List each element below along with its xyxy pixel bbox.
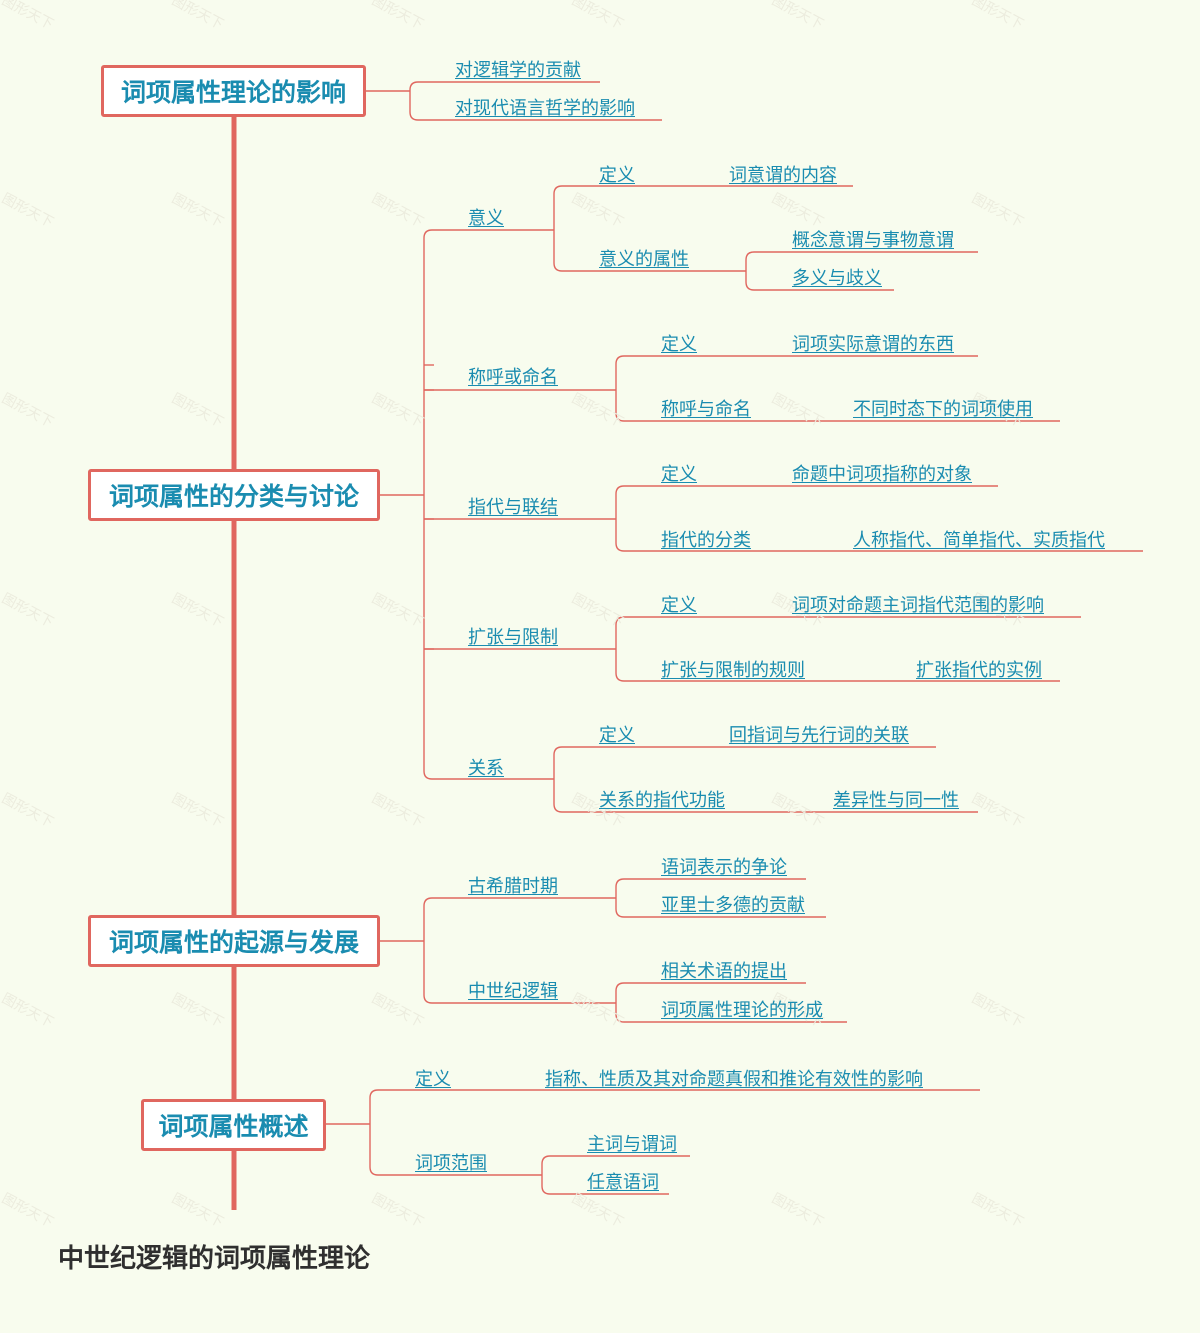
node-ancient-greece[interactable]: 古希腊时期: [468, 876, 558, 897]
node-meaning-definition[interactable]: 定义: [599, 165, 635, 186]
topic-overview[interactable]: 词项属性概述: [141, 1099, 326, 1151]
node-medieval-logic[interactable]: 中世纪逻辑: [468, 981, 558, 1002]
topic-origin[interactable]: 词项属性的起源与发展: [88, 915, 380, 967]
node-ampliation-rules-detail[interactable]: 扩张指代的实例: [916, 660, 1042, 681]
node-supposition-types[interactable]: 指代的分类: [661, 530, 751, 551]
node-ampliation-rules[interactable]: 扩张与限制的规则: [661, 660, 805, 681]
node-supposition-types-detail[interactable]: 人称指代、简单指代、实质指代: [853, 530, 1105, 551]
node-ampliation-definition-detail[interactable]: 词项对命题主词指代范围的影响: [792, 595, 1044, 616]
node-influence-on-philosophy[interactable]: 对现代语言哲学的影响: [455, 98, 635, 119]
node-naming-definition[interactable]: 定义: [661, 334, 697, 355]
node-naming-definition-detail[interactable]: 词项实际意谓的东西: [792, 334, 954, 355]
node-supposition-definition[interactable]: 定义: [661, 464, 697, 485]
node-term-scope[interactable]: 词项范围: [415, 1153, 487, 1174]
node-naming-calling[interactable]: 称呼与命名: [661, 399, 751, 420]
node-overview-definition[interactable]: 定义: [415, 1069, 451, 1090]
node-ampliation[interactable]: 扩张与限制: [468, 627, 558, 648]
node-ancient-greece-debate[interactable]: 语词表示的争论: [661, 857, 787, 878]
node-medieval-terms[interactable]: 相关术语的提出: [661, 961, 787, 982]
node-supposition-definition-detail[interactable]: 命题中词项指称的对象: [792, 464, 972, 485]
node-naming-calling-detail[interactable]: 不同时态下的词项使用: [853, 399, 1033, 420]
node-meaning-attr-1[interactable]: 概念意谓与事物意谓: [792, 230, 954, 251]
node-meaning-definition-detail[interactable]: 词意谓的内容: [729, 165, 837, 186]
node-relation-definition-detail[interactable]: 回指词与先行词的关联: [729, 725, 909, 746]
node-ancient-greece-aristotle[interactable]: 亚里士多德的贡献: [661, 895, 805, 916]
node-ampliation-definition[interactable]: 定义: [661, 595, 697, 616]
node-term-scope-any-word[interactable]: 任意语词: [587, 1172, 659, 1193]
root-title[interactable]: 中世纪逻辑的词项属性理论: [58, 1244, 371, 1274]
topic-classification[interactable]: 词项属性的分类与讨论: [88, 469, 380, 521]
node-relation-function-detail[interactable]: 差异性与同一性: [833, 790, 959, 811]
node-relation[interactable]: 关系: [468, 758, 504, 779]
node-naming[interactable]: 称呼或命名: [468, 367, 558, 388]
node-meaning-attributes[interactable]: 意义的属性: [599, 249, 689, 270]
node-contribution-to-logic[interactable]: 对逻辑学的贡献: [455, 60, 581, 81]
node-meaning[interactable]: 意义: [468, 208, 504, 229]
node-supposition[interactable]: 指代与联结: [468, 497, 558, 518]
node-medieval-theory[interactable]: 词项属性理论的形成: [661, 1000, 823, 1021]
node-overview-definition-detail[interactable]: 指称、性质及其对命题真假和推论有效性的影响: [545, 1069, 923, 1090]
topic-influence[interactable]: 词项属性理论的影响: [101, 65, 366, 117]
node-relation-definition[interactable]: 定义: [599, 725, 635, 746]
node-term-scope-subject-predicate[interactable]: 主词与谓词: [587, 1134, 677, 1155]
node-relation-function[interactable]: 关系的指代功能: [599, 790, 725, 811]
node-meaning-attr-2[interactable]: 多义与歧义: [792, 268, 882, 289]
